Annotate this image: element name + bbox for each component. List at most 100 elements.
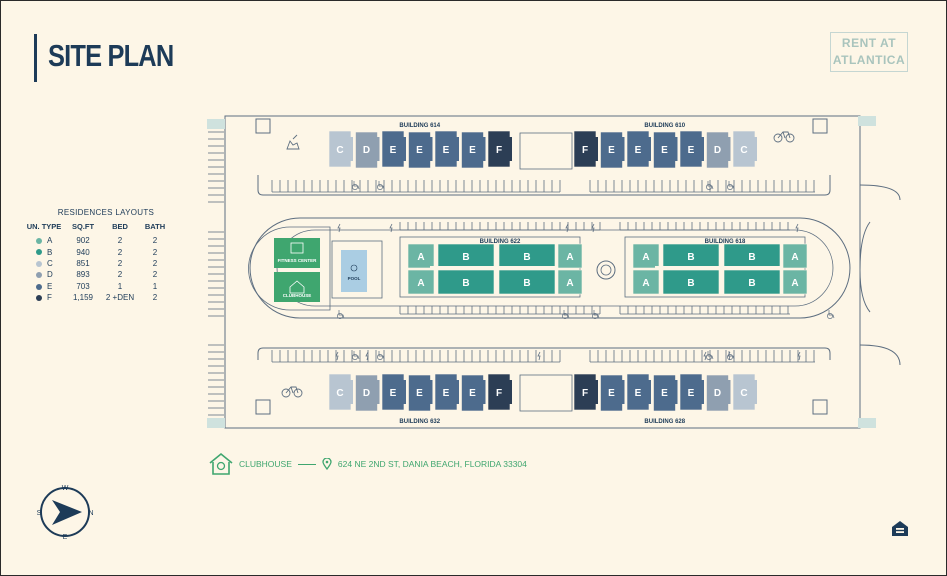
pool-label: POOL	[348, 276, 361, 281]
building-label: BUILDING 614	[399, 123, 440, 129]
pool-icon	[350, 264, 358, 272]
clubhouse-label: CLUBHOUSE	[283, 293, 312, 298]
unit-balcony	[347, 380, 353, 404]
legend-title: RESIDENCES LAYOUTS	[57, 208, 155, 217]
unit-balcony	[506, 137, 512, 161]
bike-wheel	[773, 133, 783, 143]
unit-balcony	[453, 137, 459, 161]
chair	[353, 181, 360, 190]
legend-color-dot	[36, 272, 42, 279]
unit-label: E	[635, 388, 642, 399]
legend-type: C	[47, 258, 53, 268]
compass-label-w: W	[62, 485, 69, 492]
unit-label: B	[523, 252, 530, 263]
unit-label: E	[469, 388, 476, 399]
bottom-driveway	[257, 347, 831, 360]
legend-bath: 2	[152, 293, 158, 303]
legend-sqft: 1,159	[72, 293, 94, 303]
unit-balcony	[453, 380, 459, 404]
legend-color-dot	[36, 283, 42, 290]
legend-sqft: 893	[76, 270, 90, 280]
left-parking-lower	[208, 344, 224, 416]
legend-bath: 1	[152, 281, 158, 291]
unit-label: C	[740, 388, 747, 399]
clubhouse-pad	[248, 226, 331, 311]
bike-wheel	[785, 133, 795, 143]
roundabout	[596, 260, 616, 280]
chair	[378, 181, 385, 190]
accessible-parking-icon	[727, 181, 735, 190]
unit-B	[498, 269, 556, 295]
unit-label: D	[363, 145, 370, 156]
unit-balcony	[373, 380, 380, 404]
wheel	[352, 354, 358, 360]
unit-label: C	[336, 145, 343, 156]
loop-parking-top-right	[619, 222, 790, 231]
fitness-icon	[290, 242, 304, 254]
unit-balcony	[724, 380, 731, 404]
unit-label: E	[443, 145, 450, 156]
legend-bath: 2	[152, 258, 158, 268]
bike-frame	[285, 386, 299, 394]
accessible-parking-icon	[706, 181, 714, 190]
unit-label: B	[748, 278, 755, 289]
compass-label-s: S	[37, 510, 42, 517]
chair	[828, 310, 835, 319]
residences-legend: RESIDENCES LAYOUTS UN. TYPE SQ.FT BED BA…	[24, 208, 184, 303]
building-label: BUILDING 628	[644, 419, 685, 425]
legend-bath: 2	[152, 247, 158, 257]
wheel	[727, 354, 733, 360]
unit-label: A	[417, 252, 424, 263]
top-driveway	[257, 175, 831, 196]
unit-B	[437, 269, 495, 295]
unit-balcony	[751, 380, 757, 404]
clubhouse-house-icon	[209, 452, 233, 475]
compass-icon: W E S N	[37, 485, 94, 541]
bike-wheel	[293, 388, 303, 398]
corner-planter	[858, 116, 876, 126]
legend-sqft: 940	[76, 247, 90, 257]
unit-label: A	[791, 278, 798, 289]
corner-station	[812, 118, 828, 134]
legend-color-dot	[36, 295, 42, 302]
bike-rack-icon	[773, 131, 795, 143]
loop-parking-bottom	[399, 306, 601, 315]
legend-header-row: UN. TYPE SQ.FT BED BATH	[24, 222, 172, 235]
unit-label: B	[748, 252, 755, 263]
brand-logo-line2: ATLANTICA	[832, 53, 906, 67]
legend-type-cell: E	[24, 281, 64, 292]
brand-logo: RENT AT ATLANTICA	[830, 32, 908, 72]
building-label: BUILDING 622	[480, 239, 521, 245]
footer-clubhouse-label: CLUBHOUSE	[239, 459, 292, 469]
unit-balcony	[645, 380, 651, 404]
unit-label: B	[687, 252, 694, 263]
unit-balcony	[479, 380, 486, 404]
unit-B	[662, 243, 720, 269]
roundabout-center	[600, 264, 612, 276]
ev-charging-icon	[335, 351, 339, 361]
unit-balcony	[618, 380, 625, 404]
accessible-parking-icon	[352, 351, 360, 360]
unit-balcony	[506, 380, 512, 404]
unit-label: E	[688, 145, 695, 156]
unit-label: E	[416, 145, 423, 156]
fitness-center-label: FITNESS CENTER	[278, 258, 318, 263]
unit-A	[407, 269, 435, 295]
legend-color-dot	[36, 249, 42, 256]
breezeway	[430, 266, 558, 270]
top-parking-right	[589, 180, 815, 193]
unit-balcony	[671, 380, 678, 404]
wheel	[352, 184, 358, 190]
bike-rack-icon	[281, 386, 303, 398]
legend-sqft: 703	[76, 281, 90, 291]
